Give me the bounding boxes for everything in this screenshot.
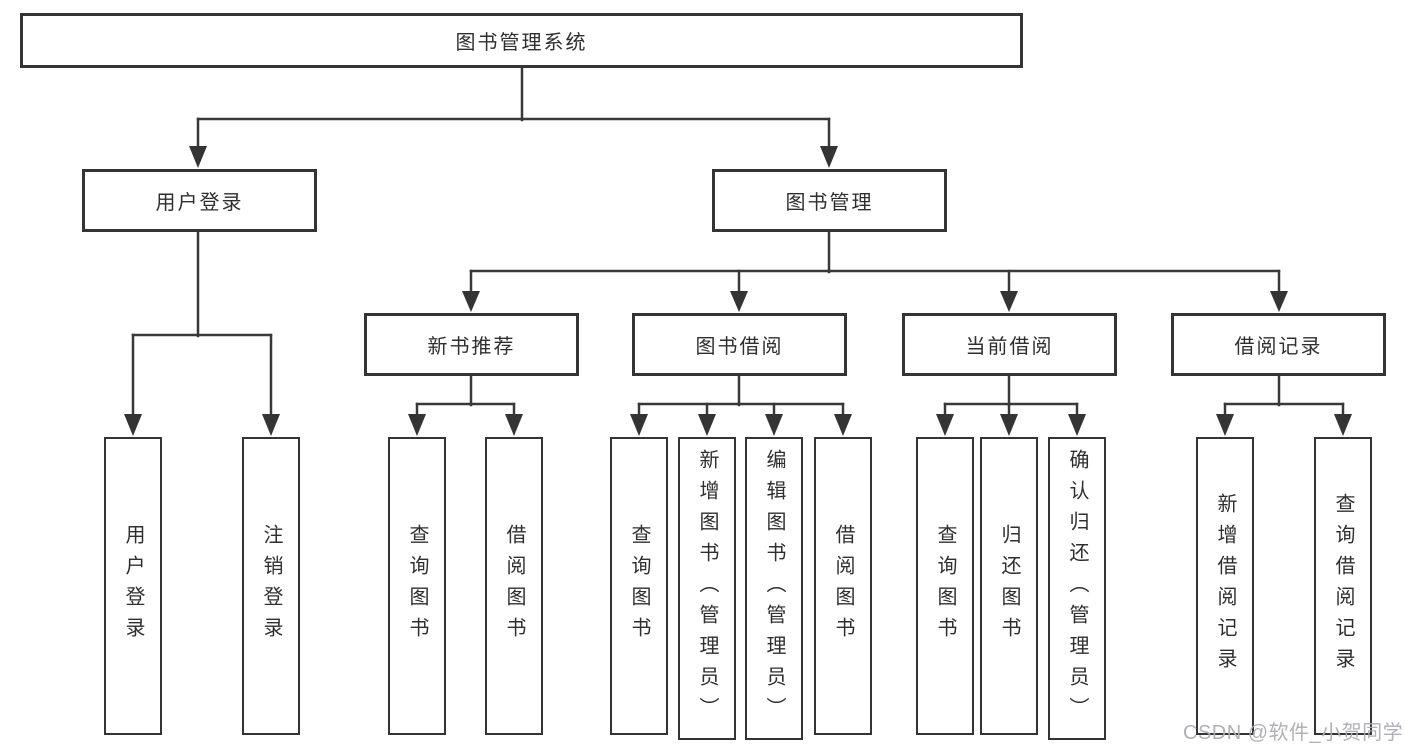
leaf-search-borrow-record: 查询借阅记录 bbox=[1314, 437, 1372, 735]
leaf-label: 确认归还（管理员） bbox=[1066, 449, 1088, 728]
leaf-search-books-borrow: 查询图书 bbox=[610, 437, 668, 735]
node-label: 新书推荐 bbox=[427, 336, 516, 358]
node-label: 图书管理 bbox=[785, 192, 874, 214]
leaf-return-book: 归还图书 bbox=[980, 437, 1038, 735]
leaf-label: 用户登录 bbox=[122, 524, 144, 648]
leaf-label: 借阅图书 bbox=[503, 524, 525, 648]
leaf-confirm-return-admin: 确认归还（管理员） bbox=[1048, 437, 1106, 740]
leaf-borrow-books: 借阅图书 bbox=[814, 437, 872, 735]
leaf-label: 注销登录 bbox=[260, 524, 282, 648]
node-label: 用户登录 bbox=[155, 192, 244, 214]
leaf-search-books-current: 查询图书 bbox=[916, 437, 974, 735]
node-label: 图书借阅 bbox=[695, 336, 784, 358]
node-label: 借阅记录 bbox=[1234, 336, 1323, 358]
leaf-borrow-books-recommend: 借阅图书 bbox=[485, 437, 543, 735]
leaf-label: 编辑图书（管理员） bbox=[763, 449, 785, 728]
leaf-add-borrow-record: 新增借阅记录 bbox=[1196, 437, 1254, 735]
node-label: 当前借阅 bbox=[965, 336, 1054, 358]
leaf-label: 查询图书 bbox=[628, 524, 650, 648]
node-new-book-recommendation: 新书推荐 bbox=[364, 313, 579, 376]
leaf-edit-book-admin: 编辑图书（管理员） bbox=[745, 437, 803, 740]
node-book-management: 图书管理 bbox=[712, 169, 947, 232]
leaf-search-books-recommend: 查询图书 bbox=[388, 437, 446, 735]
leaf-label: 借阅图书 bbox=[832, 524, 854, 648]
leaf-add-book-admin: 新增图书（管理员） bbox=[678, 437, 736, 740]
node-user-login: 用户登录 bbox=[82, 169, 317, 232]
node-library-management-system: 图书管理系统 bbox=[20, 13, 1023, 68]
leaf-label: 查询图书 bbox=[934, 524, 956, 648]
arrow-down-icons bbox=[124, 146, 1352, 436]
node-book-borrowing: 图书借阅 bbox=[632, 313, 847, 376]
leaf-logout: 注销登录 bbox=[242, 437, 300, 735]
leaf-label: 新增图书（管理员） bbox=[696, 449, 718, 728]
leaf-user-login: 用户登录 bbox=[104, 437, 162, 735]
leaf-label: 归还图书 bbox=[998, 524, 1020, 648]
node-current-borrowing: 当前借阅 bbox=[902, 313, 1117, 376]
leaf-label: 查询图书 bbox=[406, 524, 428, 648]
leaf-label: 查询借阅记录 bbox=[1332, 493, 1354, 679]
node-borrowing-records: 借阅记录 bbox=[1171, 313, 1386, 376]
leaf-label: 新增借阅记录 bbox=[1214, 493, 1236, 679]
node-label: 图书管理系统 bbox=[455, 32, 588, 54]
csdn-watermark: CSDN @软件_小贺同学 bbox=[1183, 722, 1404, 744]
